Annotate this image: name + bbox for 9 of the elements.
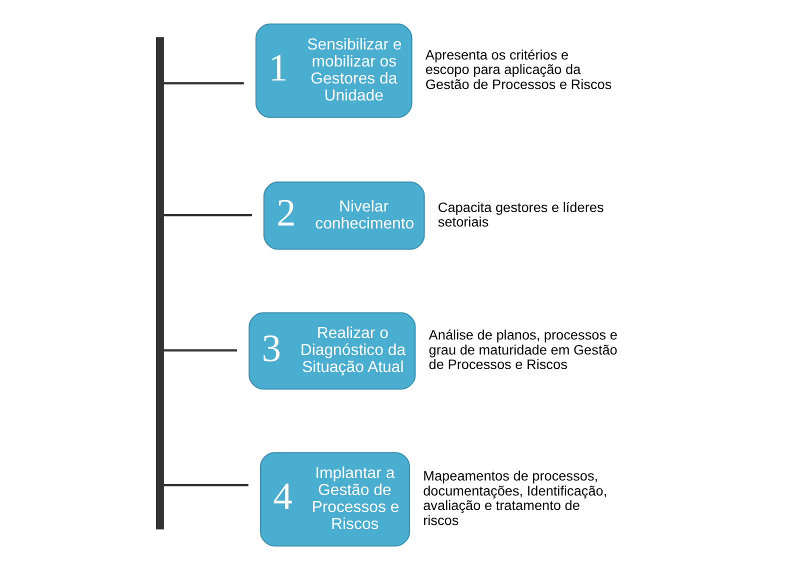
- node-label: Mapeamentos de processos, documentações, Identificação, avaliação e tratamento de riscos: [422, 468, 607, 528]
- connector: [162, 82, 244, 84]
- connector: [162, 484, 248, 486]
- node-label: Análise de planos, processos e grau de maturidade em Gestão de Processos e Riscos: [428, 328, 617, 372]
- connector: [162, 214, 252, 216]
- node-label: Apresenta os critérios e escopo para aplicação da Gestão de Processos e Riscos: [424, 47, 612, 92]
- node-bar: [155, 37, 164, 530]
- node-label: Capacita gestores e líderes setoriais: [437, 200, 604, 230]
- connector: [162, 349, 236, 352]
